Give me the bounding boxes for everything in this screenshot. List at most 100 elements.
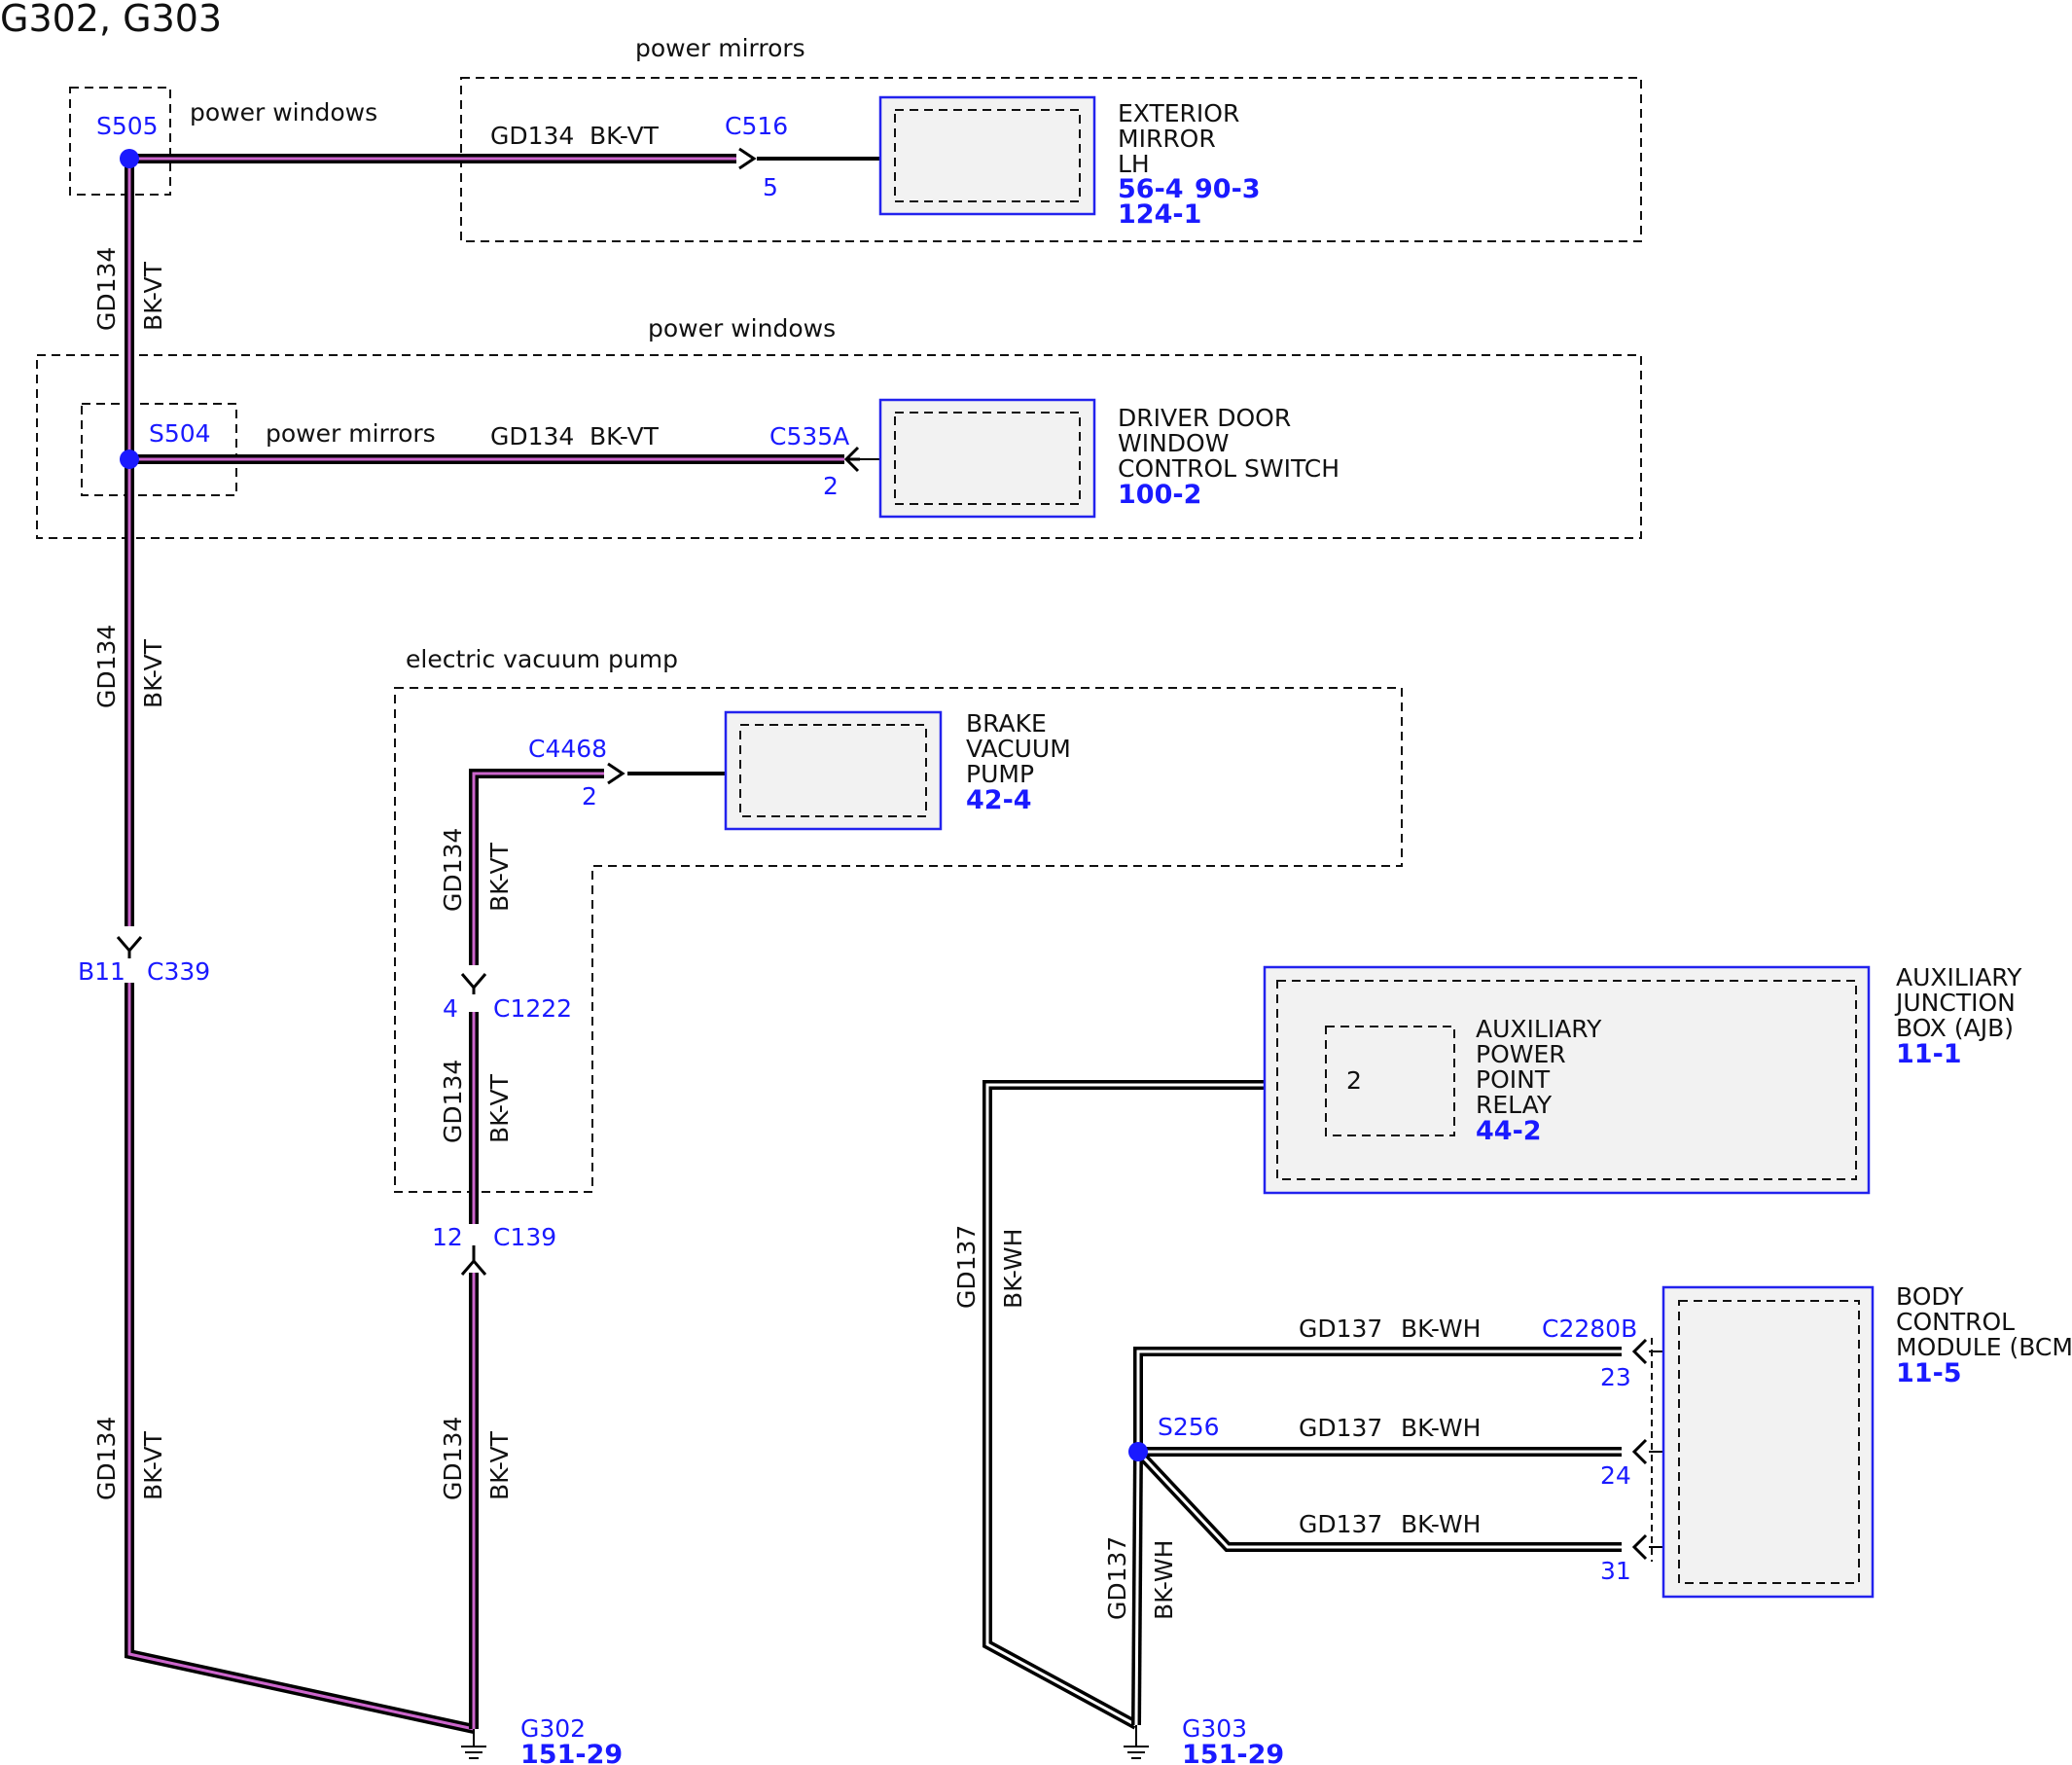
splice-s505-label: S505 <box>96 112 159 140</box>
wire-label-gd137: GD137 <box>952 1225 981 1309</box>
wire-label-bk-vt: BK-VT <box>485 842 514 912</box>
label-driver-door-switch: DRIVER DOOR WINDOW CONTROL SWITCH 100-2 <box>1118 404 1340 510</box>
wire-label-bk-vt: BK-VT <box>139 1430 167 1500</box>
wire-label-bk-vt: BK-VT <box>589 122 660 150</box>
power-point-relay-line: RELAY <box>1476 1091 1553 1119</box>
exterior-mirror-line: LH <box>1118 150 1150 178</box>
wire-label-gd134: GD134 <box>92 1417 121 1500</box>
wire-label-bk-vt: BK-VT <box>139 261 167 331</box>
electric-vacuum-pump-label: electric vacuum pump <box>406 645 678 673</box>
connector-c339-pin: B11 <box>78 957 125 986</box>
ground-g303-ref[interactable]: 151-29 <box>1182 1740 1284 1765</box>
connector-c4468-pin: 2 <box>582 782 597 810</box>
wire-label-bk-wh: BK-WH <box>1401 1510 1481 1538</box>
wire-label-gd137: GD137 <box>1299 1315 1382 1343</box>
wire-label-gd134: GD134 <box>92 625 121 708</box>
label-exterior-mirror: EXTERIOR MIRROR LH 56-4 90-3 124-1 <box>1118 99 1261 230</box>
ground-g302-symbol <box>461 1729 486 1759</box>
wire-label-gd137: GD137 <box>1299 1510 1382 1538</box>
wire-gd137-ajb-to-g303 <box>982 1080 1265 1730</box>
wire-label-bk-vt: BK-VT <box>139 638 167 708</box>
power-mirrors-label-top: power mirrors <box>635 34 805 62</box>
wire-gd137-s256-to-c2280b-pin31 <box>1134 1448 1622 1552</box>
connector-c516-label: C516 <box>725 112 788 140</box>
driver-door-switch-line: DRIVER DOOR <box>1118 404 1291 432</box>
connector-c1222-symbol <box>460 973 487 994</box>
bcm-line: BODY <box>1896 1282 1964 1311</box>
connector-c339-label: C339 <box>147 957 210 986</box>
power-windows-label-top: power windows <box>190 98 377 126</box>
connector-c516-pin: 5 <box>763 173 778 201</box>
ajb-ref[interactable]: 11-1 <box>1896 1039 1962 1069</box>
ajb-line: AUXILIARY <box>1896 963 2022 991</box>
wire-label-gd134: GD134 <box>439 1060 467 1143</box>
ground-g302-ref[interactable]: 151-29 <box>520 1740 623 1765</box>
splice-s504-label: S504 <box>149 419 211 448</box>
exterior-mirror-ref[interactable]: 124-1 <box>1118 199 1201 230</box>
connector-c2280b-label: C2280B <box>1542 1315 1637 1343</box>
exterior-mirror-line: MIRROR <box>1118 125 1216 153</box>
component-brake-vacuum-pump[interactable] <box>724 710 943 831</box>
connector-c4468-symbol <box>607 762 625 785</box>
connector-c4468-label: C4468 <box>528 735 607 763</box>
connector-c139-symbol <box>460 1245 487 1276</box>
connector-c535a-pin: 2 <box>823 472 839 500</box>
wire-label-bk-wh: BK-WH <box>1401 1414 1481 1442</box>
connector-c2280b-pin: 24 <box>1600 1461 1631 1490</box>
component-power-point-relay-box[interactable] <box>1325 1026 1455 1136</box>
power-point-relay-ref[interactable]: 44-2 <box>1476 1116 1542 1146</box>
wire-gd134-c4468-to-c1222 <box>469 769 604 965</box>
driver-door-switch-ref[interactable]: 100-2 <box>1118 480 1201 510</box>
connector-c339-symbol <box>116 936 143 958</box>
bcm-line: CONTROL <box>1896 1308 2015 1336</box>
wire-label-bk-vt: BK-VT <box>485 1073 514 1143</box>
wire-label-bk-wh: BK-WH <box>999 1229 1027 1309</box>
driver-door-switch-line: WINDOW <box>1118 429 1229 457</box>
component-driver-door-switch[interactable] <box>878 398 1096 519</box>
ground-g303-label: G303 <box>1182 1714 1247 1743</box>
splice-s504-dot <box>120 450 139 469</box>
label-brake-vacuum-pump: BRAKE VACUUM PUMP 42-4 <box>966 709 1071 815</box>
ajb-line: JUNCTION <box>1894 989 2016 1017</box>
ajb-line: BOX (AJB) <box>1896 1014 2014 1042</box>
connector-c516-symbol <box>738 147 757 170</box>
bcm-line: MODULE (BCM) <box>1896 1333 2072 1361</box>
brake-vacuum-pump-line: PUMP <box>966 760 1034 788</box>
exterior-mirror-line: EXTERIOR <box>1118 99 1239 127</box>
component-bcm[interactable] <box>1661 1285 1875 1599</box>
wire-label-bk-wh: BK-WH <box>1401 1315 1481 1343</box>
brake-vacuum-pump-ref[interactable]: 42-4 <box>966 785 1032 815</box>
wire-gd134-c339-to-g302 <box>125 983 476 1734</box>
connector-c2280b-pin: 23 <box>1600 1363 1631 1391</box>
connector-c2280b-symbol <box>1631 1338 1648 1561</box>
exterior-mirror-ref[interactable]: 56-4 <box>1118 174 1184 204</box>
driver-door-switch-line: CONTROL SWITCH <box>1118 454 1340 483</box>
wire-label-gd134: GD134 <box>92 247 121 331</box>
wire-label-bk-vt: BK-VT <box>485 1430 514 1500</box>
wire-gd137-c2280b-pin23-to-s256 <box>1133 1347 1622 1452</box>
wire-label-bk-vt: BK-VT <box>589 422 660 450</box>
splice-s505-dot <box>120 149 139 168</box>
power-windows-label-mid: power windows <box>648 314 836 342</box>
bcm-ref[interactable]: 11-5 <box>1896 1358 1962 1388</box>
connector-c535a-symbol <box>843 446 860 473</box>
connector-c2280b-pin: 31 <box>1600 1557 1631 1585</box>
component-exterior-mirror[interactable] <box>878 95 1096 216</box>
component-ajb[interactable] <box>1263 965 1871 1195</box>
connector-c139-pin: 12 <box>432 1223 463 1251</box>
label-ajb: AUXILIARY JUNCTION BOX (AJB) 11-1 <box>1894 963 2022 1069</box>
splice-s504-box <box>81 403 237 496</box>
label-bcm: BODY CONTROL MODULE (BCM) 11-5 <box>1896 1282 2072 1388</box>
connector-c535a-label: C535A <box>769 422 849 450</box>
power-point-relay-line: POINT <box>1476 1065 1551 1094</box>
wire-gd137-s256-to-g303 <box>1131 1451 1143 1726</box>
power-windows-region <box>36 354 1642 539</box>
wire-label-gd134: GD134 <box>490 422 574 450</box>
power-point-relay-line: AUXILIARY <box>1476 1015 1602 1043</box>
brake-vacuum-pump-line: BRAKE <box>966 709 1047 738</box>
ground-g303-symbol <box>1124 1725 1149 1759</box>
diagram-title: G302, G303 <box>0 0 222 40</box>
wire-label-gd134: GD134 <box>439 1417 467 1500</box>
exterior-mirror-ref[interactable]: 90-3 <box>1195 174 1261 204</box>
